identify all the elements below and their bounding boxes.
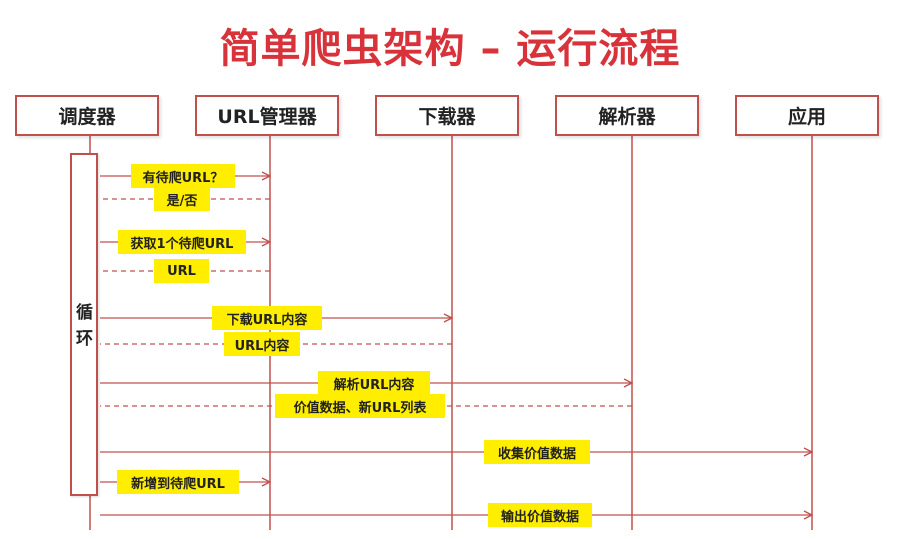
message-label-2: 获取1个待爬URL [118, 230, 246, 254]
loop-activation-box [70, 153, 98, 496]
actor-application: 应用 [735, 95, 879, 136]
message-label-9: 新增到待爬URL [117, 470, 239, 494]
message-label-4: 下载URL内容 [212, 306, 322, 330]
diagram-title: 简单爬虫架构 – 运行流程 [219, 26, 681, 72]
message-label-3: URL [154, 259, 209, 283]
message-label-10: 输出价值数据 [488, 503, 592, 527]
message-label-7: 价值数据、新URL列表 [275, 394, 445, 418]
actor-parser: 解析器 [555, 95, 699, 136]
actor-url-manager: URL管理器 [195, 95, 339, 136]
actor-scheduler: 调度器 [15, 95, 159, 136]
message-label-6: 解析URL内容 [318, 371, 430, 395]
message-label-1: 是/否 [154, 187, 210, 211]
actor-downloader: 下载器 [375, 95, 519, 136]
message-label-5: URL内容 [224, 332, 300, 356]
message-label-8: 收集价值数据 [484, 440, 590, 464]
message-label-0: 有待爬URL？ [131, 164, 235, 188]
loop-label: 循环 [76, 303, 93, 349]
